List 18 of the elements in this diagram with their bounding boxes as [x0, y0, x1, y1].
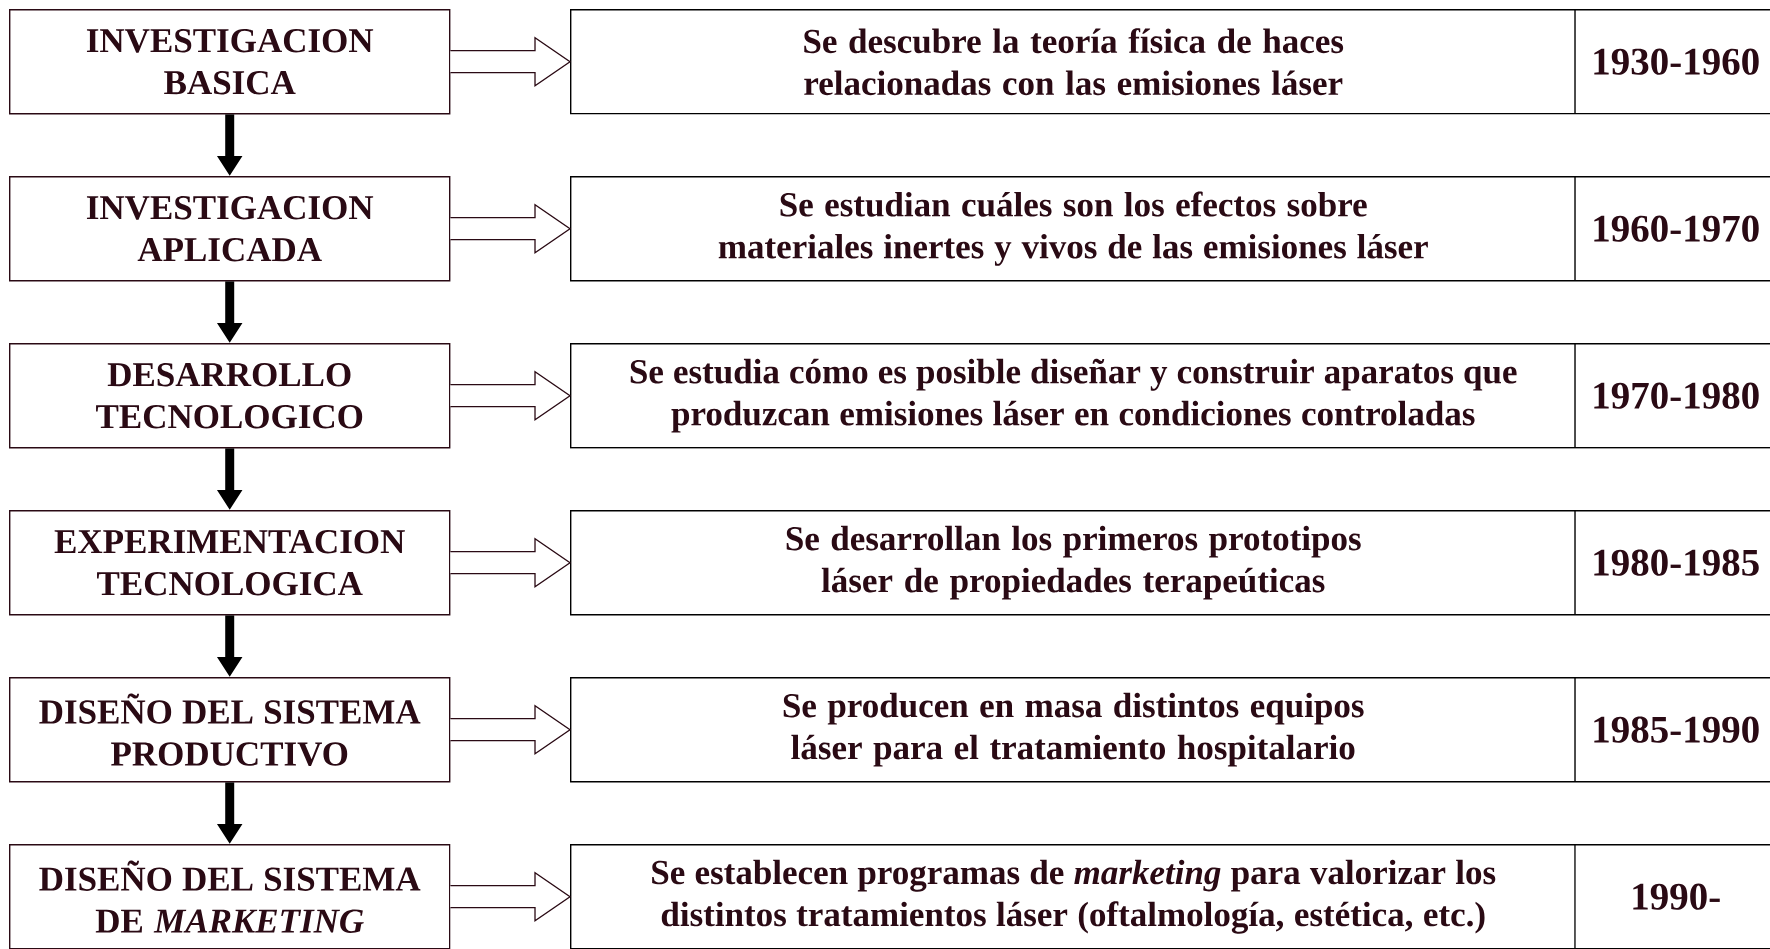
stage-box: DISEÑO DEL SISTEMA DE MARKETING — [9, 844, 451, 949]
description-box: Se estudia cómo es posible diseñar y construir aparatos que produzcan emisiones láser en condiciones controladas 1970-1980 — [570, 343, 1770, 449]
description-box: Se establecen programas de marketing para valorizar los distintos tratamientos láser (oftalmología, estética, etc.) 1990- — [570, 844, 1770, 949]
description-box: Se estudian cuáles son los efectos sobre materiales inertes y vivos de las emisiones láser 1960-1970 — [570, 176, 1770, 282]
stage-box: EXPERIMENTACION TECNOLOGICA — [9, 510, 451, 616]
block-arrow — [449, 704, 572, 755]
description-box: Se desarrollan los primeros prototipos láser de propiedades terapeúticas 1980-1985 — [570, 510, 1770, 616]
stage-box: DISEÑO DEL SISTEMA PRODUCTIVO — [9, 677, 451, 783]
block-arrow — [449, 36, 572, 87]
description-box: Se producen en masa distintos equipos láser para el tratamiento hospitalario 1985-1990 — [570, 677, 1770, 783]
stage-box: INVESTIGACION BASICA — [9, 9, 451, 115]
block-arrow — [449, 203, 572, 254]
description-box: Se descubre la teoría física de haces relacionadas con las emisiones láser 1930-1960 — [570, 9, 1770, 115]
stage-box: INVESTIGACION APLICADA — [9, 176, 451, 282]
stage-box: DESARROLLO TECNOLOGICO — [9, 343, 451, 449]
block-arrow — [449, 537, 572, 588]
block-arrow — [449, 871, 572, 922]
block-arrow — [449, 370, 572, 421]
